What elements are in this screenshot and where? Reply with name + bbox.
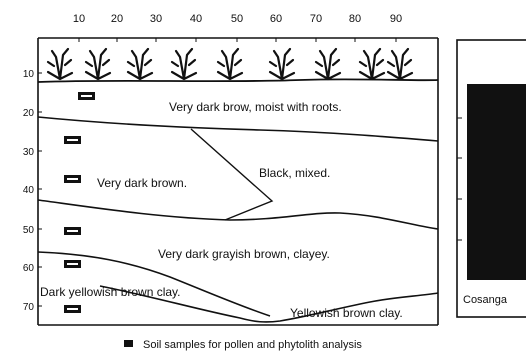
left-tick-label: 10 <box>23 69 35 80</box>
plant-icon <box>388 49 412 79</box>
top-axis: 10 20 30 40 50 60 70 80 90 <box>73 13 402 25</box>
left-tick-label: 40 <box>23 185 35 196</box>
right-panel: Cosanga <box>457 40 526 317</box>
left-tick-label: 50 <box>23 225 35 236</box>
top-tick-label: 60 <box>270 13 282 25</box>
left-axis: 10 20 30 40 50 60 70 <box>23 69 35 313</box>
plant-icon <box>360 49 384 79</box>
top-tick-label: 50 <box>231 13 243 25</box>
layer2-right-label: Black, mixed. <box>259 166 330 180</box>
legend-label: Soil samples for pollen and phytolith an… <box>143 339 362 351</box>
top-tick-label: 80 <box>349 13 361 25</box>
plant-icon <box>86 49 110 79</box>
plant-roots-row <box>48 49 412 79</box>
plant-icon <box>172 49 196 79</box>
plant-icon <box>316 49 340 79</box>
layer4-left-label: Dark yellowish brown clay. <box>40 285 181 299</box>
top-tick-label: 70 <box>310 13 322 25</box>
layer2-left-label: Very dark brown. <box>97 176 187 190</box>
plant-icon <box>48 49 72 79</box>
plant-icon <box>218 49 242 79</box>
left-tick-label: 30 <box>23 147 35 158</box>
layer3-label: Very dark grayish brown, clayey. <box>158 247 330 261</box>
top-tick-label: 20 <box>111 13 123 25</box>
top-tick-label: 40 <box>190 13 202 25</box>
plant-icon <box>128 49 152 79</box>
left-tick-label: 60 <box>23 263 35 274</box>
plant-icon <box>270 49 294 79</box>
layer1-label: Very dark brow, moist with roots. <box>169 100 342 114</box>
right-panel-black-column <box>467 84 526 280</box>
top-tick-label: 30 <box>150 13 162 25</box>
sample-marker-highlights <box>67 95 92 310</box>
layer4-right-label: Yellowish brown clay. <box>290 306 403 320</box>
horizon-boundary-1 <box>38 117 438 141</box>
top-tick-label: 90 <box>390 13 402 25</box>
left-tick-label: 70 <box>23 302 35 313</box>
top-tick-label: 10 <box>73 13 85 25</box>
left-tick-label: 20 <box>23 108 35 119</box>
sample-marker-column <box>64 92 95 313</box>
legend-sample-marker <box>124 340 133 347</box>
right-panel-label: Cosanga <box>463 294 508 306</box>
